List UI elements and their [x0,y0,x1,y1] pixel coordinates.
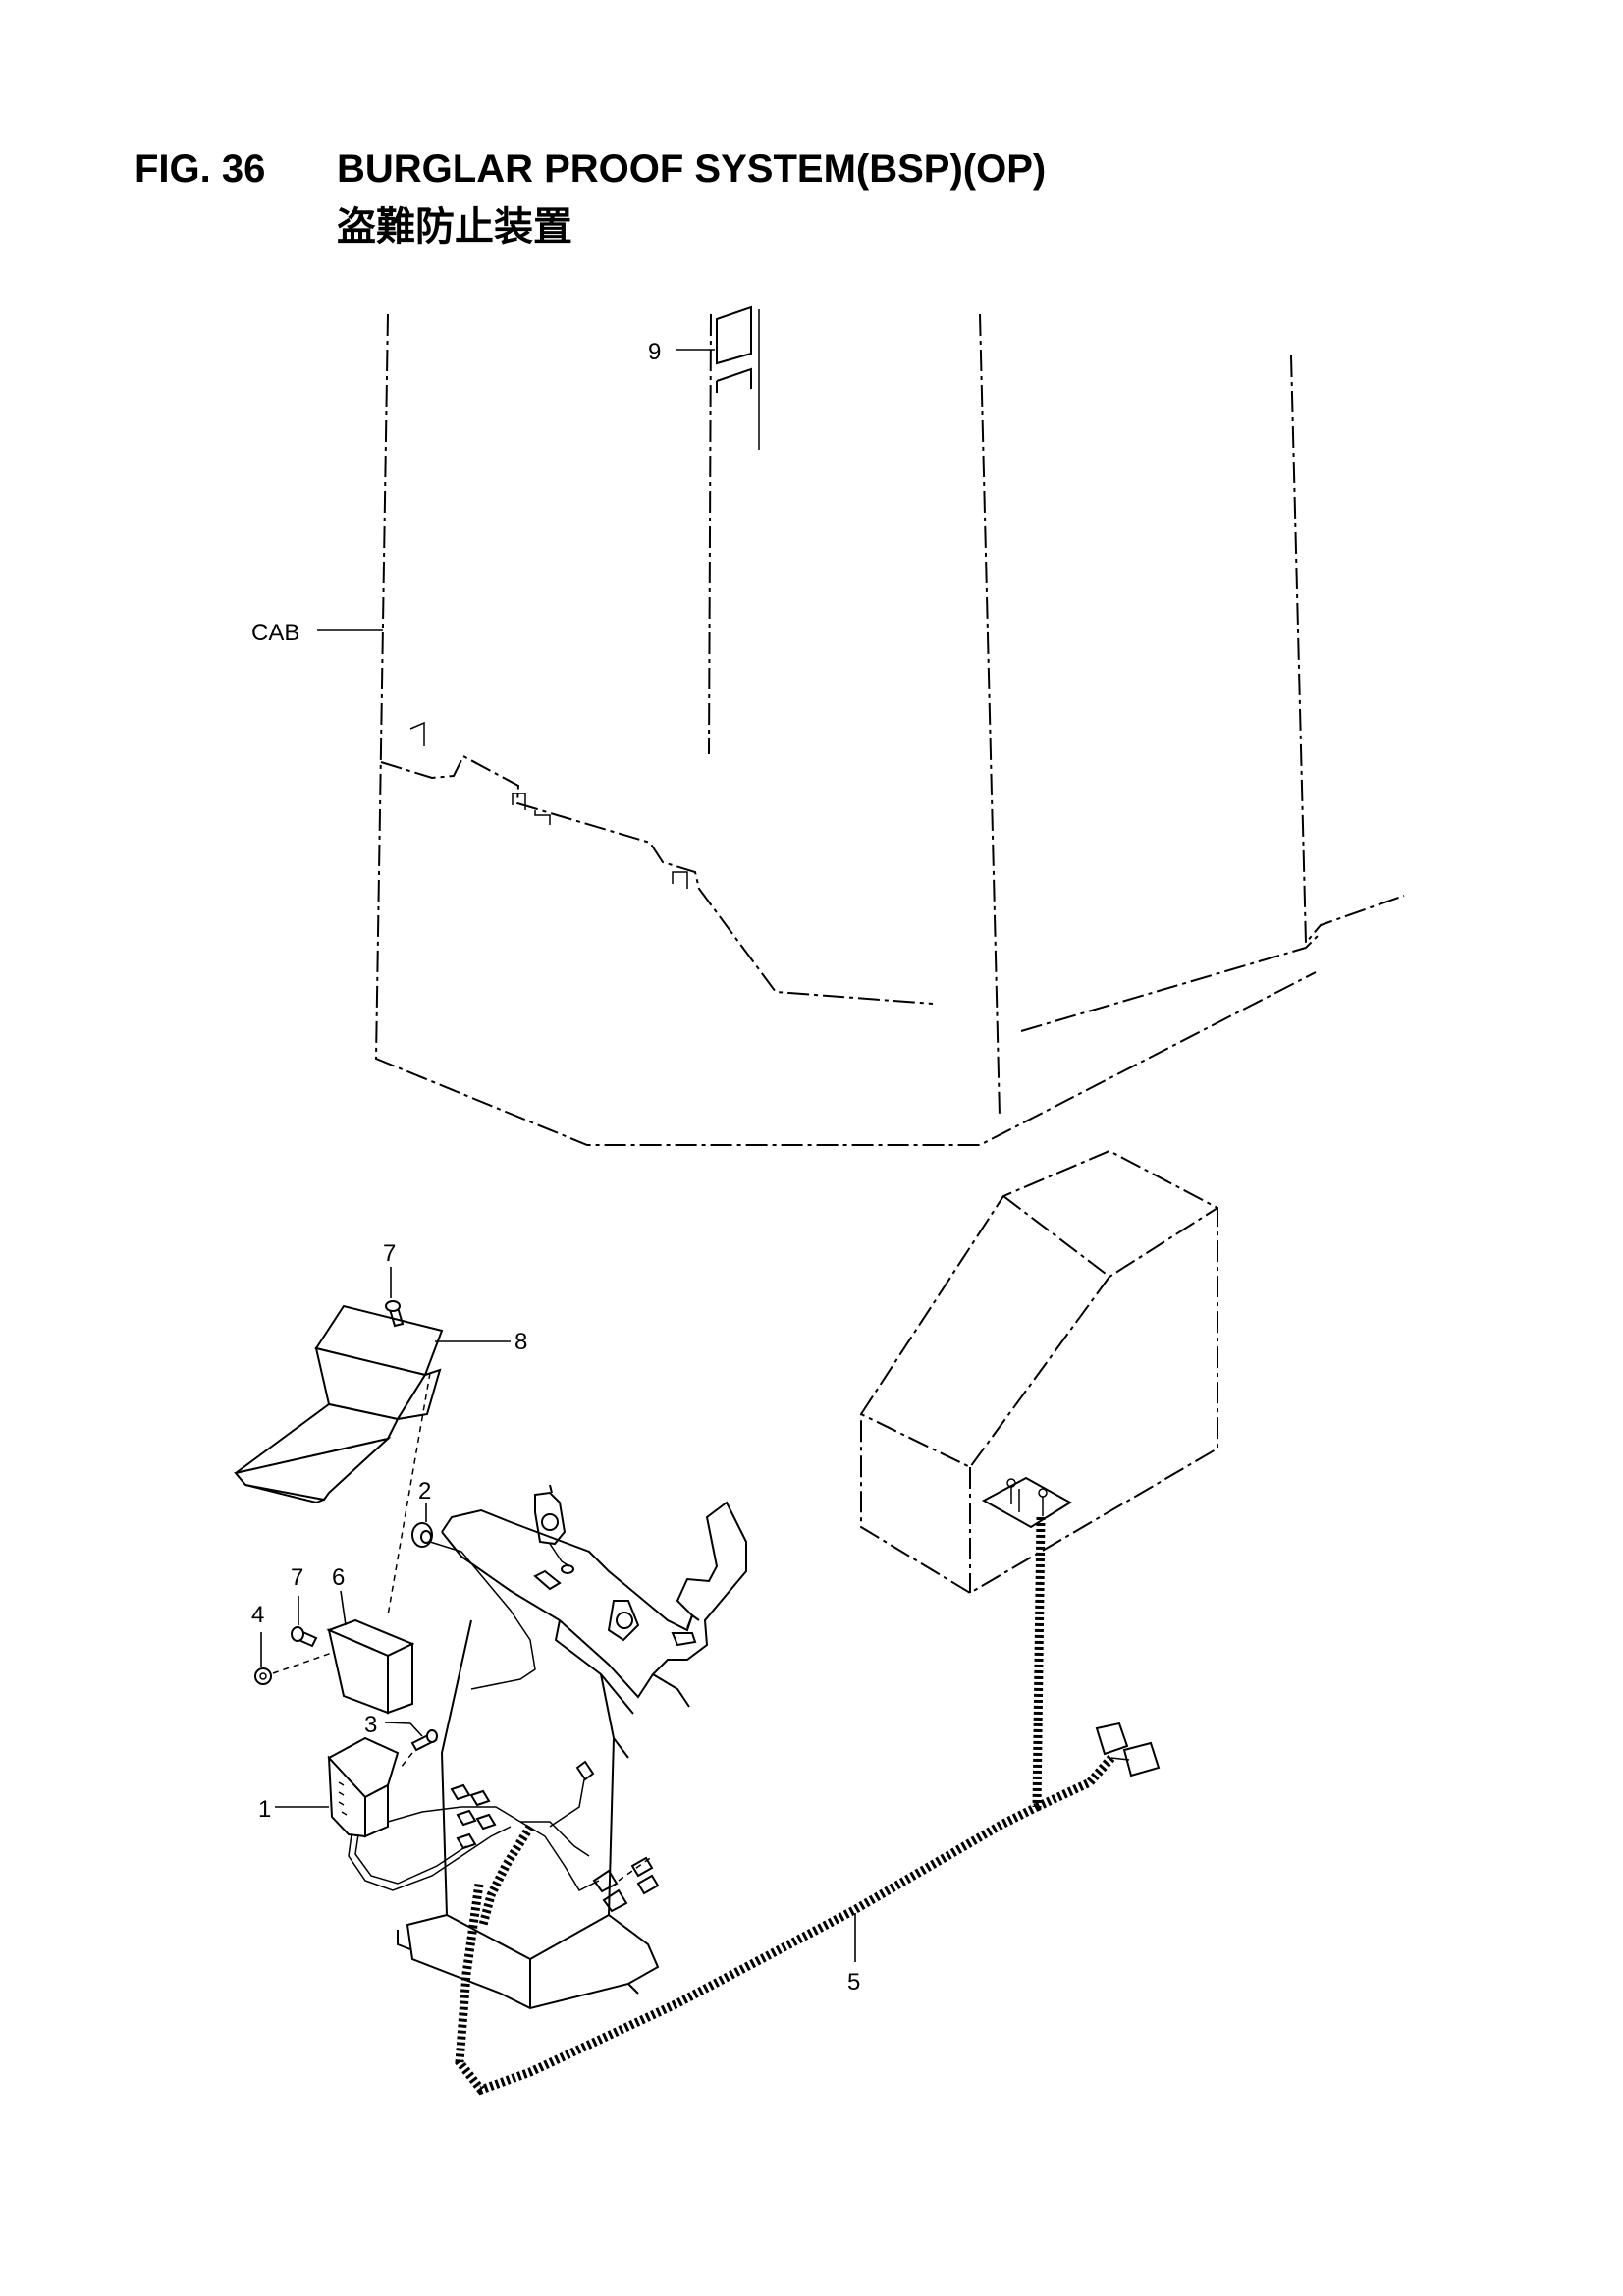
part-7-bolt-upper [385,1300,405,1328]
figure-title: BURGLAR PROOF SYSTEM(BSP)(OP) [337,147,1047,191]
part-9-sticker [716,305,752,393]
part-3-screw [410,1729,438,1752]
part-4-nut [254,1667,272,1685]
leader-6 [340,1590,347,1626]
part-1-controller [327,1736,400,1838]
callout-8: 8 [514,1329,527,1355]
callout-7-lower: 7 [291,1564,303,1591]
figure-subtitle: 盗難防止装置 [337,204,572,249]
part-2-key-switch [411,1522,536,1690]
alignment-line-3 [400,1752,413,1769]
callout-1: 1 [258,1796,271,1823]
callout-2: 2 [418,1478,431,1504]
leader-3 [384,1722,423,1737]
part-5-harness [455,1516,1161,2096]
callout-5: 5 [847,1969,860,1995]
alignment-line-8 [387,1372,431,1616]
cab-outline [374,309,1405,1146]
figure-number: FIG. 36 [135,147,266,191]
control-column [397,1484,747,2010]
alignment-line-4 [272,1652,333,1674]
callout-6: 6 [332,1564,345,1591]
controller-wiring [348,1760,660,1913]
callout-3: 3 [364,1712,377,1738]
callout-4: 4 [251,1602,264,1628]
column-harness-segment [478,1824,534,1927]
callout-7-upper: 7 [383,1240,396,1267]
part-6-bracket [326,1618,415,1715]
part-8-cover [234,1304,444,1504]
callout-9: 9 [648,339,661,365]
part-7-bolt-lower [291,1626,318,1648]
console-box-outline [860,1149,1218,1595]
callout-cab: CAB [251,620,299,646]
